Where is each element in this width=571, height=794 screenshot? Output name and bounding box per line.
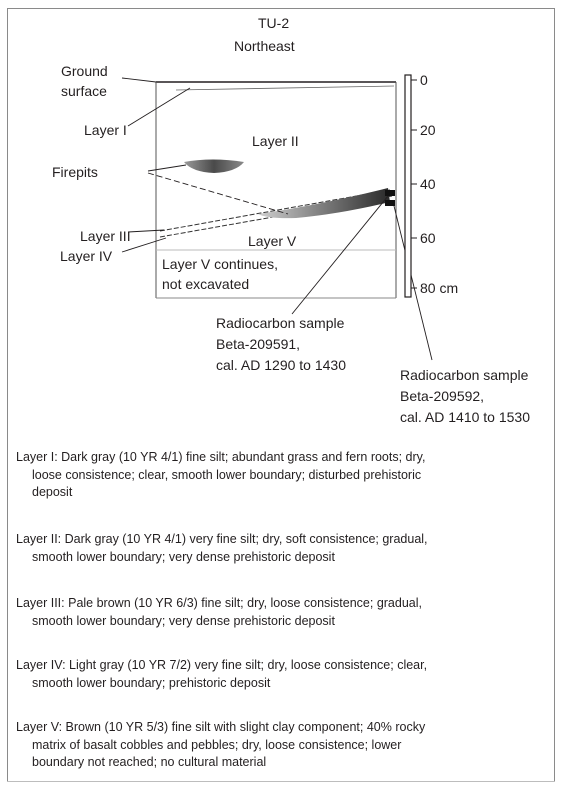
label-layer-5: Layer V	[248, 233, 297, 249]
description-line: boundary not reached; no cultural materi…	[32, 755, 267, 769]
figure-title: TU-2	[258, 15, 290, 31]
description-line: smooth lower boundary; very dense prehis…	[32, 613, 335, 628]
label-layer-1: Layer I	[84, 122, 127, 138]
leader-layer-3	[127, 229, 165, 233]
label-layer-4: Layer IV	[60, 248, 113, 264]
label-layer-5-note-1: Layer V continues,	[162, 256, 278, 272]
scale-label-20: 20	[420, 122, 436, 138]
description-layer-3: Layer III: Pale brown (10 YR 6/3) fine s…	[16, 595, 546, 630]
label-layer-5-note-2: not excavated	[162, 276, 250, 292]
firepit-upper	[184, 159, 244, 173]
label-layer-3: Layer III	[80, 228, 131, 244]
sample-marker-2	[385, 200, 395, 206]
label-layer-2: Layer II	[252, 133, 299, 149]
label-ground-surface-1: Ground	[61, 63, 108, 79]
leader-sample-2	[393, 205, 433, 361]
sample-1-id: Beta-209591,	[216, 336, 301, 352]
leader-sample-1	[291, 195, 389, 315]
layer-1-boundary	[175, 85, 395, 91]
figure-frame	[7, 8, 555, 782]
scale-label-60: 60	[420, 230, 436, 246]
sample-1-date: cal. AD 1290 to 1430	[216, 357, 346, 373]
bottom-rule	[7, 781, 555, 782]
description-line: Layer V: Brown (10 YR 5/3) fine silt wit…	[16, 720, 426, 734]
sample-marker-1	[385, 190, 395, 196]
leader-layer-1	[127, 87, 191, 127]
description-line: Layer III: Pale brown (10 YR 6/3) fine s…	[16, 596, 422, 610]
leader-firepit-lower	[147, 172, 289, 215]
description-line: smooth lower boundary; very dense prehis…	[32, 549, 335, 564]
sample-2-date: cal. AD 1410 to 1530	[400, 409, 530, 425]
description-line: smooth lower boundary; prehistoric depos…	[32, 675, 271, 690]
description-line: Layer IV: Light gray (10 YR 7/2) very fi…	[16, 658, 428, 672]
scale-label-0: 0	[420, 72, 428, 88]
description-layer-4: Layer IV: Light gray (10 YR 7/2) very fi…	[16, 657, 546, 692]
description-line: matrix of basalt cobbles and pebbles; dr…	[32, 737, 402, 752]
scale-label-40: 40	[420, 176, 436, 192]
description-line: Layer II: Dark gray (10 YR 4/1) very fin…	[16, 532, 428, 546]
description-layer-2: Layer II: Dark gray (10 YR 4/1) very fin…	[16, 531, 546, 566]
description-line: Layer I: Dark gray (10 YR 4/1) fine silt…	[16, 450, 426, 464]
sample-1-title: Radiocarbon sample	[216, 315, 345, 331]
leader-ground-surface	[121, 77, 157, 83]
figure-subtitle: Northeast	[234, 38, 295, 54]
leader-firepit-upper	[147, 164, 187, 172]
leader-layer-4	[121, 237, 167, 253]
description-line: loose consistence; clear, smooth lower b…	[32, 467, 422, 482]
sample-2-title: Radiocarbon sample	[400, 367, 529, 383]
firepit-lower	[258, 188, 390, 219]
scale-bar	[404, 74, 412, 298]
sample-2-id: Beta-209592,	[400, 388, 485, 404]
layer-3-boundary	[159, 189, 391, 232]
description-layer-5: Layer V: Brown (10 YR 5/3) fine silt wit…	[16, 719, 546, 772]
description-layer-1: Layer I: Dark gray (10 YR 4/1) fine silt…	[16, 449, 546, 502]
label-ground-surface-2: surface	[61, 83, 107, 99]
description-line: deposit	[32, 485, 73, 499]
label-firepits: Firepits	[52, 164, 98, 180]
scale-label-80: 80 cm	[420, 280, 459, 296]
